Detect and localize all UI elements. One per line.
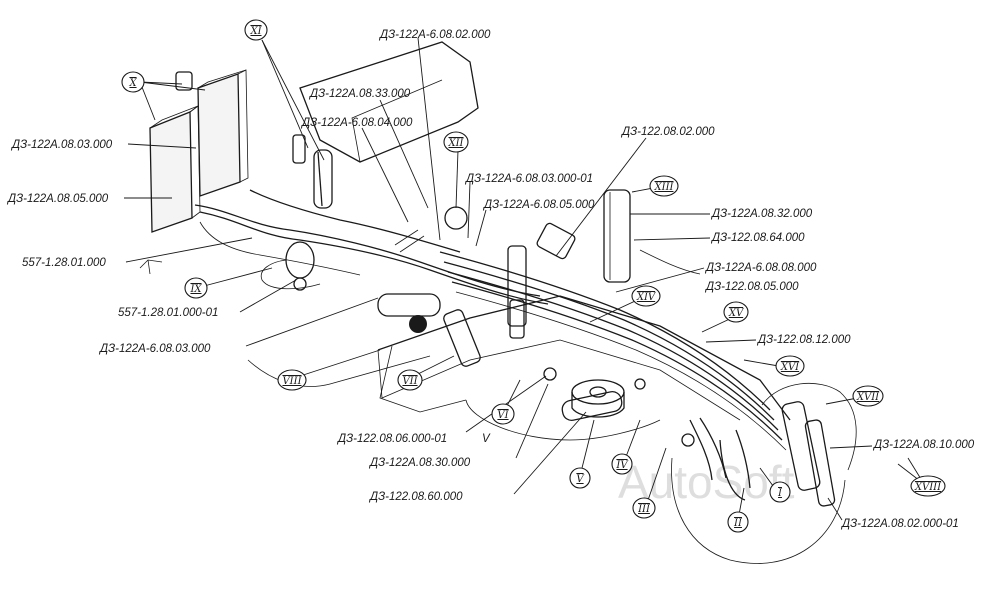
label-dz-122a-08-33-000: ДЗ-122А.08.33.000 — [308, 88, 411, 100]
label-557-1-28-01-000: 557-1.28.01.000 — [22, 257, 106, 269]
label-dz-122a-6-08-05-000: ДЗ-122А-6.08.05.000 — [482, 199, 595, 211]
callout-xvii: XVII — [852, 385, 884, 407]
svg-text:XIII: XIII — [654, 182, 675, 193]
label-dz-122-08-06-000-01: ДЗ-122.08.06.000-01 — [336, 433, 447, 445]
label-dz-122a-08-10-000: ДЗ-122А.08.10.000 — [872, 439, 975, 451]
callout-ii: II — [727, 511, 749, 533]
svg-text:XII: XII — [447, 138, 464, 149]
callout-viii: VIII — [277, 369, 307, 391]
callout-xi: XI — [244, 19, 268, 41]
label-dz-122-08-02-000: ДЗ-122.08.02.000 — [620, 126, 715, 138]
label-dz-122-08-60-000: ДЗ-122.08.60.000 — [368, 491, 463, 503]
svg-text:XVI: XVI — [780, 362, 800, 373]
leader-lines — [124, 37, 925, 521]
callout-i: I — [769, 481, 791, 503]
callout-xii: XII — [443, 131, 469, 153]
callout-ix: IX — [184, 277, 208, 299]
label-dz-122a-08-30-000: ДЗ-122А.08.30.000 — [368, 457, 471, 469]
label-dz-122a-6-08-03-000: ДЗ-122А-6.08.03.000 — [98, 343, 211, 355]
svg-text:III: III — [637, 504, 651, 515]
label-dz-122a-08-32-000: ДЗ-122А.08.32.000 — [710, 208, 813, 220]
callout-x: X — [121, 71, 145, 93]
callout-xiv: XIV — [631, 285, 661, 307]
callout-xviii: XVIII — [910, 475, 946, 497]
label-dz-122a-6-08-04-000: ДЗ-122А-6.08.04.000 — [300, 117, 413, 129]
machine-outline — [139, 41, 857, 564]
label-dz-122a-08-02-000-01: ДЗ-122А.08.02.000-01 — [840, 518, 959, 530]
svg-text:I: I — [777, 488, 783, 499]
svg-text:XV: XV — [728, 308, 745, 319]
callout-xvi: XVI — [775, 355, 805, 377]
label-dz-122-08-05-000: ДЗ-122.08.05.000 — [704, 281, 799, 293]
svg-text:II: II — [733, 518, 743, 529]
svg-text:VII: VII — [402, 376, 418, 387]
stray-mark: V — [482, 433, 491, 445]
callout-xiii: XIII — [649, 175, 679, 197]
label-dz-122a-6-08-02-000: ДЗ-122А-6.08.02.000 — [378, 29, 491, 41]
svg-text:V: V — [576, 474, 585, 485]
svg-text:X: X — [128, 78, 137, 89]
label-dz-122-08-64-000: ДЗ-122.08.64.000 — [710, 232, 805, 244]
svg-text:XVII: XVII — [856, 392, 880, 403]
callout-v: V — [569, 467, 591, 489]
svg-text:IX: IX — [189, 284, 202, 295]
part-labels: ДЗ-122А-6.08.02.000 ДЗ-122А.08.33.000 ДЗ… — [6, 29, 975, 530]
svg-text:XIV: XIV — [636, 292, 657, 303]
callout-badges: X XI XII XIII XIV XV XVI XVII — [121, 19, 946, 533]
callout-iii: III — [632, 497, 656, 519]
label-dz-122a-6-08-08-000: ДЗ-122А-6.08.08.000 — [704, 262, 817, 274]
label-dz-122a-08-03-000: ДЗ-122А.08.03.000 — [10, 139, 113, 151]
label-557-1-28-01-000-01: 557-1.28.01.000-01 — [118, 307, 218, 319]
callout-vi: VI — [491, 403, 515, 425]
callout-xv: XV — [723, 301, 749, 323]
label-dz-122-08-12-000: ДЗ-122.08.12.000 — [756, 334, 851, 346]
svg-text:VI: VI — [497, 410, 509, 421]
svg-text:XVIII: XVIII — [914, 482, 942, 493]
callout-iv: IV — [611, 453, 633, 475]
svg-text:VIII: VIII — [282, 376, 302, 387]
callout-vii: VII — [397, 369, 423, 391]
svg-text:XI: XI — [249, 26, 262, 37]
label-dz-122a-6-08-03-000-01: ДЗ-122А-6.08.03.000-01 — [464, 173, 593, 185]
svg-text:IV: IV — [615, 460, 629, 471]
label-dz-122a-08-05-000: ДЗ-122А.08.05.000 — [6, 193, 109, 205]
